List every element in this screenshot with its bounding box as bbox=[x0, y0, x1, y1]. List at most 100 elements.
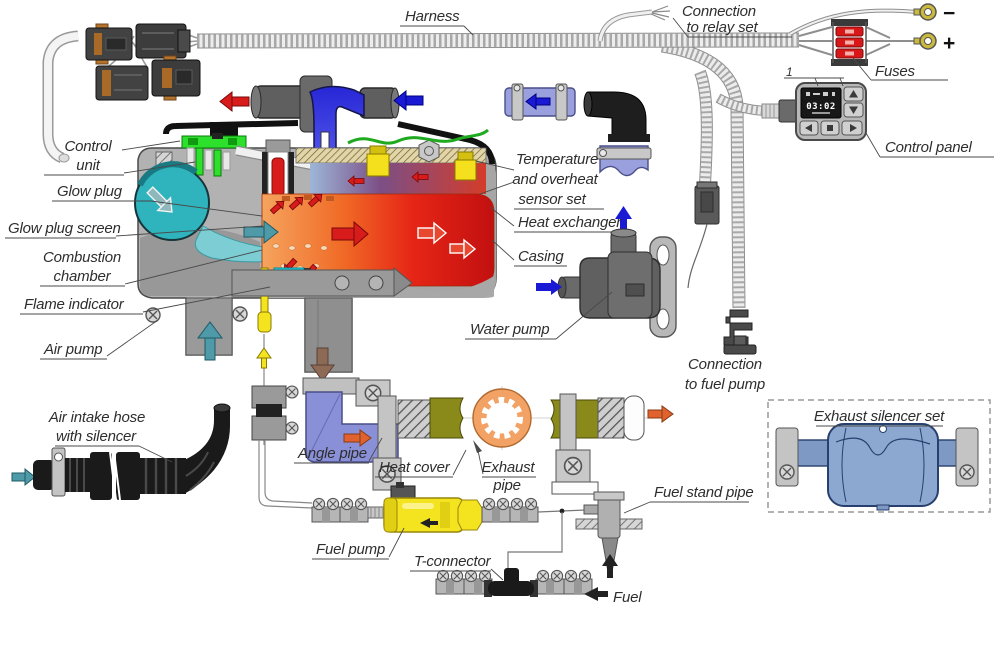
fuse-2 bbox=[835, 37, 864, 48]
angle-pipe-flow-arrow bbox=[343, 429, 372, 447]
label-harness: Harness bbox=[405, 8, 460, 25]
water-pump bbox=[536, 206, 677, 338]
hose-flow-arrow bbox=[525, 93, 551, 110]
plus-sign: + bbox=[943, 32, 955, 55]
exhaust-down-arrow bbox=[310, 347, 335, 382]
label-exhaust-pipe-2: pipe bbox=[492, 477, 521, 494]
bolt-head bbox=[418, 139, 440, 163]
label-heat-cover: Heat cover bbox=[379, 459, 451, 476]
coolant-hose-straight bbox=[504, 83, 576, 121]
label-control-unit-1: Control bbox=[65, 138, 113, 155]
fuse-1 bbox=[835, 26, 864, 37]
label-flame-indicator: Flame indicator bbox=[24, 296, 125, 313]
label-conn-fuel-pump-2: to fuel pump bbox=[685, 376, 765, 393]
display-time: 03:02 bbox=[806, 102, 836, 112]
label-conn-fuel-pump-1: Connection bbox=[688, 356, 762, 373]
coolant-hose-curved bbox=[596, 145, 652, 177]
exhaust-flow-arrow-1 bbox=[417, 221, 448, 245]
fuel-up-arrow-small bbox=[256, 347, 272, 369]
pump-in-arrow bbox=[536, 279, 562, 295]
exhaust-line bbox=[302, 347, 674, 495]
label-exhaust-pipe-1: Exhaust bbox=[482, 459, 536, 476]
exhaust-pipe-left bbox=[429, 397, 464, 439]
harness-branch-to-water-pump-connector bbox=[694, 69, 713, 185]
label-fuel-pump: Fuel pump bbox=[316, 541, 385, 558]
t-connector-part bbox=[436, 568, 592, 597]
coolant-out-arrow bbox=[219, 90, 250, 113]
sensor-wire bbox=[347, 128, 489, 145]
label-relay-1: Connection bbox=[682, 3, 756, 20]
fuel-line bbox=[312, 482, 643, 601]
ok-button[interactable] bbox=[820, 120, 840, 136]
label-combustion-2: chamber bbox=[54, 268, 112, 285]
label-angle-pipe: Angle pipe bbox=[297, 445, 367, 462]
up-button[interactable] bbox=[843, 86, 864, 102]
temperature-sensor bbox=[366, 145, 390, 177]
combustion-flow-arrow bbox=[331, 220, 369, 248]
label-glow-plug: Glow plug bbox=[57, 183, 123, 200]
label-control-panel: Control panel bbox=[885, 139, 972, 156]
label-casing: Casing bbox=[518, 248, 564, 265]
label-air-intake-1: Air intake hose bbox=[48, 409, 145, 426]
fuse-holder bbox=[831, 19, 868, 66]
relay-wires bbox=[597, 5, 671, 42]
minus-ring-terminal bbox=[913, 3, 937, 21]
air-intake-stub bbox=[185, 297, 233, 361]
top-cover bbox=[163, 120, 299, 135]
label-exhaust-silencer: Exhaust silencer set bbox=[814, 408, 945, 425]
control-panel: 03:02 bbox=[761, 82, 867, 141]
heat-cover-mesh bbox=[397, 399, 431, 439]
fuel-pump-connection-plug bbox=[723, 309, 757, 355]
fuse-3 bbox=[835, 48, 864, 59]
fuel-stand-pipe-part bbox=[575, 491, 643, 578]
label-glow-plug-screen: Glow plug screen bbox=[8, 220, 121, 237]
label-fuses: Fuses bbox=[875, 63, 916, 80]
label-combustion-1: Combustion bbox=[43, 249, 121, 266]
angle-pipe-part bbox=[302, 377, 402, 491]
label-water-pump: Water pump bbox=[470, 321, 549, 338]
fuse-wiring bbox=[788, 8, 918, 56]
fuel-up-arrow bbox=[602, 554, 618, 578]
connector-set bbox=[85, 23, 201, 101]
control-panel-connector bbox=[761, 99, 798, 123]
air-up-arrow bbox=[197, 321, 223, 361]
control-panel-screen: 03:02 bbox=[800, 87, 842, 119]
right-button[interactable] bbox=[841, 120, 863, 136]
heater-assembly bbox=[134, 75, 497, 373]
water-outlet-port bbox=[250, 85, 308, 119]
label-heat-exchanger: Heat exchanger bbox=[518, 214, 622, 231]
labels: Harness Connection to relay set Fuses Co… bbox=[5, 3, 994, 606]
connector-3 bbox=[95, 65, 149, 101]
air-intake-hose bbox=[11, 403, 231, 501]
harness-main-tube bbox=[196, 32, 800, 49]
coolant-in-arrow bbox=[393, 89, 424, 112]
exhaust-silencer-set bbox=[767, 399, 991, 513]
exhaust-flow-arrow-2 bbox=[449, 238, 477, 260]
label-fuel-stand-pipe: Fuel stand pipe bbox=[654, 484, 754, 501]
callout-1: 1 bbox=[786, 65, 792, 79]
control-unit-pcb bbox=[181, 133, 247, 177]
label-temp-sensor-3: sensor set bbox=[518, 191, 586, 208]
label-control-unit-2: unit bbox=[76, 157, 100, 174]
fuel-filter bbox=[251, 334, 313, 509]
connector-4 bbox=[151, 55, 201, 101]
down-button[interactable] bbox=[843, 102, 864, 118]
exhaust-out-arrow bbox=[647, 405, 674, 423]
water-pump-connector bbox=[687, 181, 720, 289]
exhaust-pipe-cross-section bbox=[472, 386, 532, 450]
label-fuel: Fuel bbox=[613, 589, 642, 606]
label-t-connector: T-connector bbox=[414, 553, 492, 570]
rubber-elbow bbox=[583, 91, 650, 142]
air-intake-arrow bbox=[11, 467, 36, 487]
overheat-sensor bbox=[454, 151, 477, 181]
label-air-pump: Air pump bbox=[43, 341, 102, 358]
label-relay-2: to relay set bbox=[687, 19, 759, 36]
minus-sign: − bbox=[943, 2, 955, 25]
fuel-pump-part bbox=[383, 482, 483, 533]
fan-flow-arrow bbox=[146, 186, 173, 213]
label-temp-sensor-1: Temperature bbox=[516, 151, 598, 168]
left-button[interactable] bbox=[799, 120, 819, 136]
control-unit-harness-tube bbox=[42, 30, 79, 164]
